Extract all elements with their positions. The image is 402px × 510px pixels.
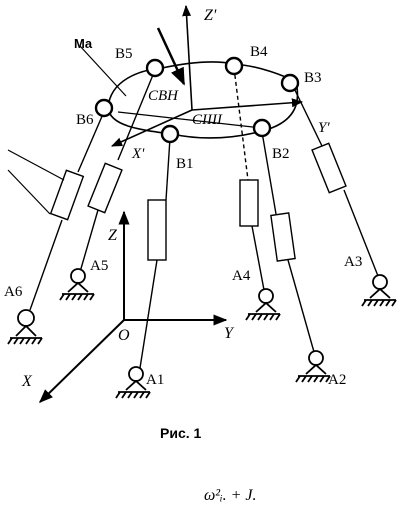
label-c-bh: CBH <box>148 88 179 104</box>
label-b3: B3 <box>304 70 322 86</box>
support-A4 <box>245 288 281 321</box>
label-z: Z <box>108 227 118 244</box>
leader-line-3 <box>7 169 51 215</box>
support-A5 <box>59 268 95 301</box>
label-x: X <box>21 373 33 390</box>
support-A1 <box>115 366 151 399</box>
leg-A3-B3 <box>291 83 379 277</box>
label-a1: A1 <box>146 372 164 388</box>
joint-B6 <box>94 98 114 118</box>
label-x-prime: X' <box>131 146 145 162</box>
leg-A6-B6 <box>29 113 104 311</box>
leg-A1-B1 <box>139 137 171 369</box>
label-a5: A5 <box>90 258 108 274</box>
label-o: O <box>118 327 130 344</box>
label-z-prime: Z' <box>204 7 217 24</box>
joint-B4 <box>224 56 244 76</box>
label-b2: B2 <box>272 146 290 162</box>
label-c-iiii: CIIII <box>192 112 223 128</box>
label-b6: B6 <box>76 112 94 128</box>
support-A3 <box>361 274 397 307</box>
joint-B1 <box>160 124 180 144</box>
formula-fragment: ω²ᵢ. + J. <box>204 487 257 504</box>
label-y-prime: Y' <box>318 120 330 136</box>
label-b5: B5 <box>115 46 133 62</box>
platform-line-z <box>182 4 193 111</box>
force-arrow <box>156 27 186 86</box>
joint-B2 <box>252 118 272 138</box>
label-b1: B1 <box>176 156 194 172</box>
label-a4: A4 <box>232 268 251 284</box>
label-a3: A3 <box>344 254 362 270</box>
joint-B3 <box>280 73 300 93</box>
joint-B5 <box>145 58 165 78</box>
support-A2 <box>295 350 331 383</box>
leader-line-1 <box>79 45 127 97</box>
label-a6: A6 <box>4 284 23 300</box>
platform-line-y <box>191 98 304 111</box>
label-y: Y <box>224 325 235 342</box>
platform-line-x <box>110 109 193 147</box>
axis-x <box>38 319 125 403</box>
leader-line-2 <box>7 149 65 181</box>
leg-A5-B5 <box>79 69 156 273</box>
leg-A2-B2 <box>261 131 315 353</box>
label-a2: A2 <box>328 372 346 388</box>
figure-caption: Рис. 1 <box>160 425 202 441</box>
label-b4: B4 <box>250 44 268 60</box>
label-fragment-top-left: Ma <box>74 36 93 51</box>
support-A6 <box>7 309 43 345</box>
platform-chord <box>117 111 263 129</box>
leg-A4-B4 <box>233 67 265 291</box>
